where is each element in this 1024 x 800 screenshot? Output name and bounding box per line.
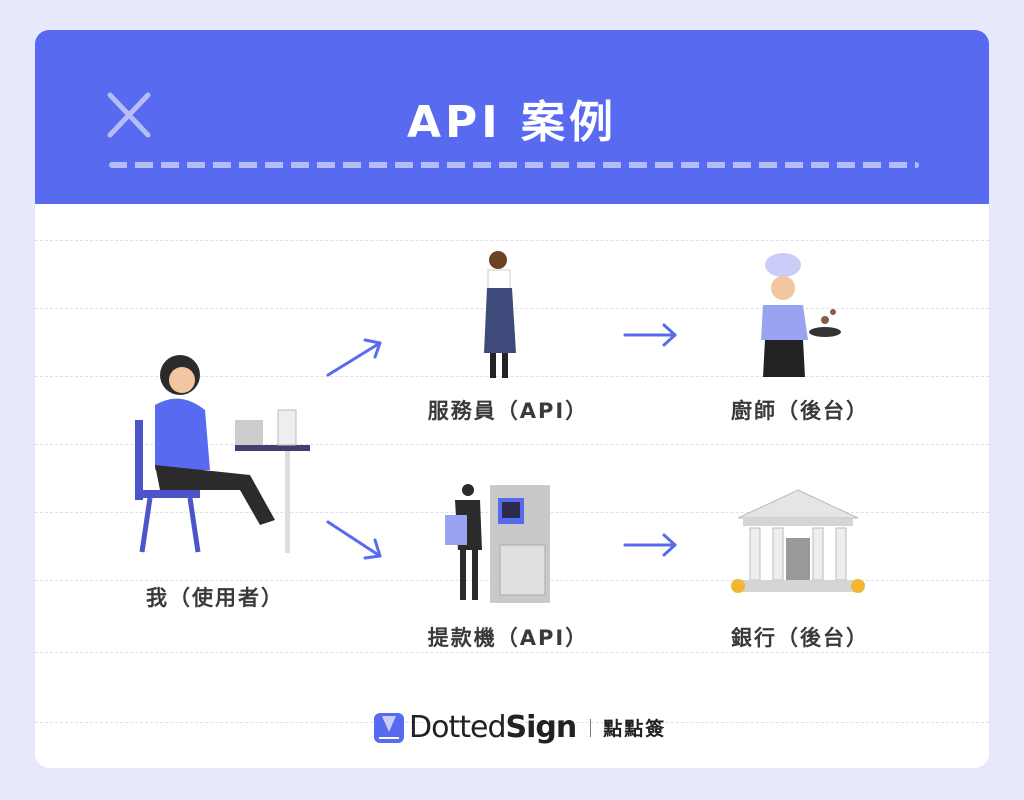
- logo-text-bold: Sign: [505, 710, 577, 745]
- logo-separator: [590, 718, 592, 737]
- node-label-atm: 提款機（API）: [427, 626, 589, 650]
- arrow-right-icon: [623, 533, 677, 557]
- grid-line: [35, 652, 989, 653]
- header-banner: API 案例: [35, 30, 989, 204]
- page-title: API 案例: [407, 97, 617, 148]
- grid-line: [35, 240, 989, 241]
- grid-line: [35, 376, 989, 377]
- node-label-chef: 廚師（後台）: [731, 399, 869, 423]
- node-label-bank: 銀行（後台）: [731, 626, 869, 650]
- atm-illustration: [445, 484, 550, 603]
- arrow-right-icon: [623, 323, 677, 347]
- logo-text-light: Dotted: [409, 710, 506, 745]
- user-illustration: [135, 355, 310, 553]
- grid-line: [35, 444, 989, 445]
- x-icon: [107, 92, 151, 138]
- grid-line: [35, 722, 989, 723]
- dottedsign-logo: DottedSign 點點簽: [373, 710, 666, 745]
- bank-illustration: [731, 489, 865, 593]
- infographic-card: API 案例 我（使用者） 服務員（API）: [35, 30, 989, 768]
- waiter-illustration: [484, 251, 516, 378]
- node-label-user: 我（使用者）: [146, 586, 284, 610]
- arrow-down-right-icon: [326, 520, 382, 560]
- dottedsign-logo-icon: [374, 712, 404, 743]
- logo-chinese-name: 點點簽: [603, 718, 667, 740]
- logo-wordmark: DottedSign: [409, 710, 577, 745]
- header-dashed-divider: [109, 162, 919, 168]
- chef-illustration: [761, 253, 841, 377]
- node-label-waiter: 服務員（API）: [427, 399, 589, 423]
- arrow-up-right-icon: [326, 338, 382, 377]
